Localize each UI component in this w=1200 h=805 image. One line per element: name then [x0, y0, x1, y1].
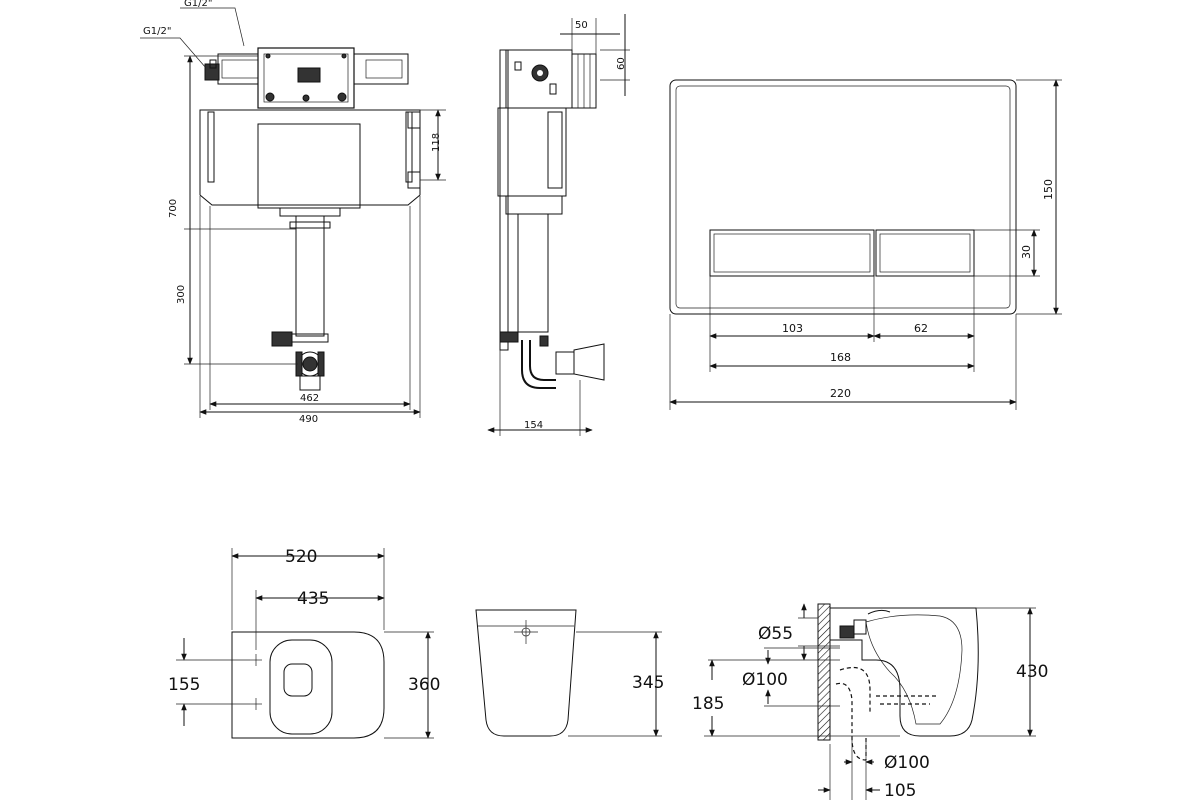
- dim-155: 155: [168, 675, 200, 695]
- flush-button-small[interactable]: [875, 229, 975, 277]
- dim-300: 300: [176, 285, 187, 304]
- toilet-bowl-opening: [283, 663, 313, 697]
- dim-700: 700: [168, 199, 179, 218]
- dim-50: 50: [575, 20, 588, 31]
- label-g-top: G1/2": [184, 0, 212, 9]
- mount-hole-bottom: [250, 698, 262, 710]
- flush-inlet: [839, 625, 855, 639]
- dim-154: 154: [524, 420, 543, 431]
- dim-360: 360: [408, 675, 440, 695]
- flush-plate: [669, 79, 1017, 315]
- toilet-back-outline: [475, 609, 577, 737]
- waste-trap: [835, 682, 867, 761]
- dim-220: 220: [830, 387, 851, 400]
- toilet-side-section: Ø55 Ø100 185 430 Ø100 105: [692, 603, 1048, 801]
- side-waste-bend: [573, 343, 605, 381]
- side-clamp: [271, 331, 293, 347]
- toilet-bowl-outline: [231, 631, 385, 739]
- dim-168: 168: [830, 351, 851, 364]
- dim-430: 430: [1016, 662, 1048, 682]
- dim-60: 60: [616, 57, 627, 70]
- wall-section: [817, 603, 831, 741]
- dim-490: 490: [299, 414, 318, 425]
- dim-462: 462: [300, 393, 319, 404]
- water-inlet: [204, 63, 220, 81]
- dim-30: 30: [1020, 245, 1033, 259]
- flush-button-large[interactable]: [709, 229, 875, 277]
- toilet-top-view: 520 435 155 360: [168, 547, 440, 739]
- dim-118: 118: [431, 133, 442, 152]
- flush-plate-view: 150 30 103 62 168 220: [669, 79, 1062, 410]
- dim-62: 62: [914, 322, 928, 335]
- mount-hole-top: [250, 654, 262, 666]
- frame-side-view: 50 60 154: [487, 14, 630, 436]
- dim-345: 345: [632, 673, 664, 693]
- label-g-side: G1/2": [143, 26, 171, 37]
- dim-103: 103: [782, 322, 803, 335]
- flush-pipe: [295, 215, 325, 337]
- dim-d100-top: Ø100: [742, 670, 788, 690]
- toilet-back-view: 345: [475, 609, 664, 737]
- bowl-outline: [829, 607, 979, 737]
- dim-435: 435: [297, 589, 329, 609]
- dim-520: 520: [285, 547, 317, 567]
- dim-d55: Ø55: [758, 624, 793, 644]
- bowl-interior: [865, 614, 963, 725]
- dim-105: 105: [884, 781, 916, 800]
- service-opening: [257, 123, 361, 209]
- dim-150: 150: [1042, 179, 1055, 200]
- frame-front-view: 700 300 118 462 490 G1/2" G1/2": [140, 0, 446, 425]
- toilet-seat: [269, 639, 333, 735]
- dim-185: 185: [692, 694, 724, 714]
- side-flush-pipe: [517, 213, 549, 333]
- water-inlet-symbol: [514, 620, 538, 644]
- dim-d100-bottom: Ø100: [884, 753, 930, 773]
